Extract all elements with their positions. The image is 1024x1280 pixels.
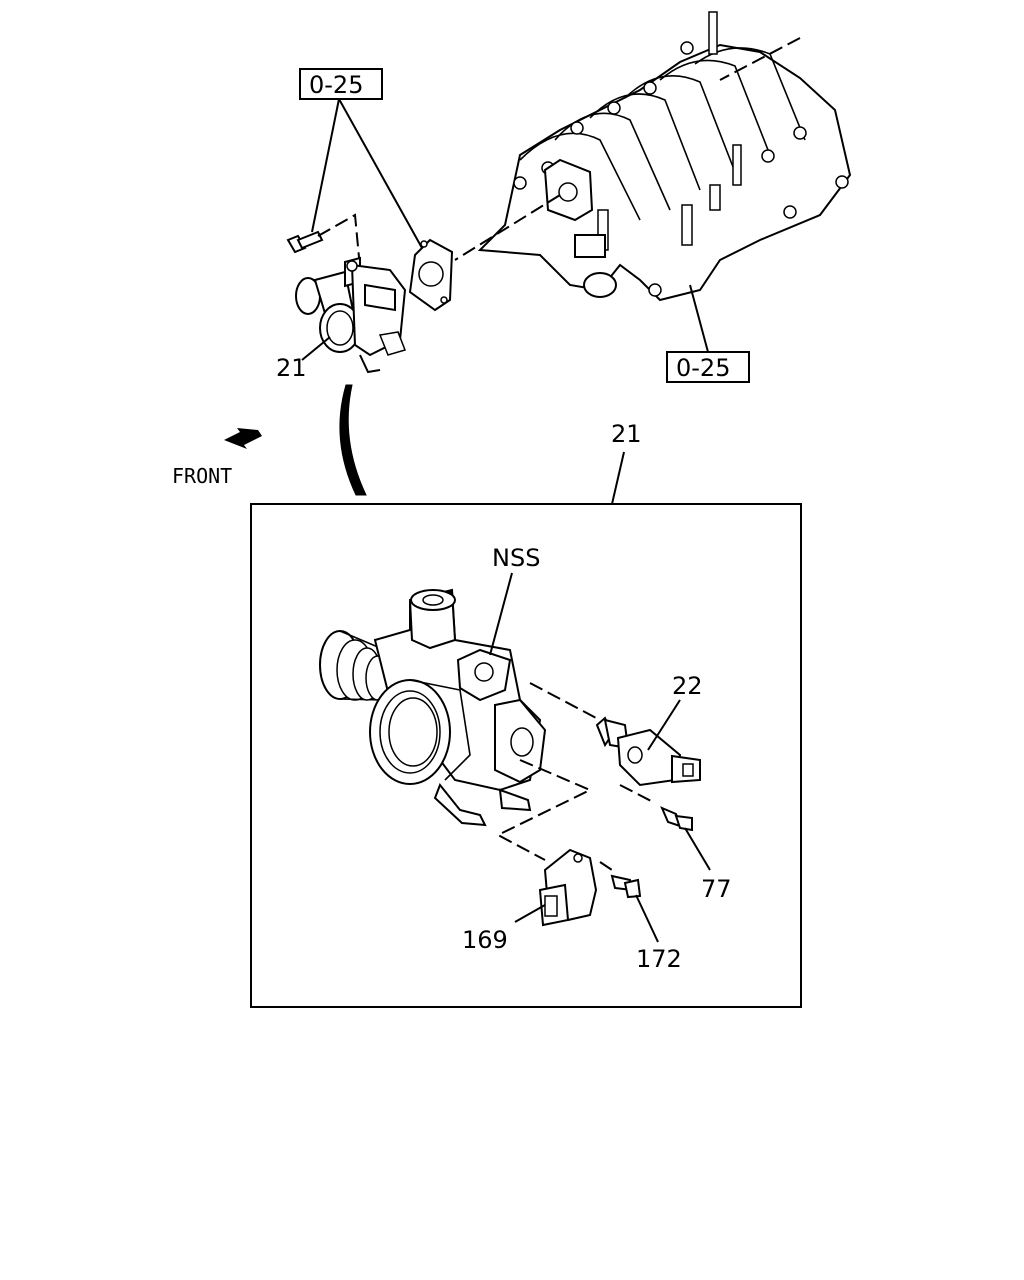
- throttle-body-small: [295, 256, 407, 374]
- ref-box-top: 0-25: [299, 68, 423, 249]
- gasket: [408, 238, 454, 312]
- bolt-top: [286, 213, 361, 269]
- intake-manifold: [454, 11, 852, 302]
- throttle-position-sensor: [495, 759, 598, 927]
- front-indicator: FRONT: [172, 428, 262, 488]
- label-nss: NSS: [492, 544, 540, 572]
- ref-box-bottom: 0-25: [666, 284, 750, 383]
- bolt-77: [619, 784, 693, 832]
- idle-air-control-valve: [529, 682, 701, 787]
- throttle-body-large: [319, 588, 547, 827]
- screw-172: [599, 861, 642, 899]
- detail-callout-curve: [339, 384, 367, 496]
- detail-box: [250, 503, 802, 1008]
- front-label: FRONT: [172, 464, 232, 488]
- label-172: 172: [636, 945, 682, 973]
- label-169: 169: [462, 926, 508, 954]
- label-21-detail: 21: [611, 420, 642, 448]
- label-77: 77: [701, 875, 732, 903]
- arrow-down-left-icon: [224, 428, 262, 449]
- ref-top-label: 0-25: [309, 71, 363, 99]
- label-21-top: 21: [276, 354, 307, 382]
- ref-bottom-label: 0-25: [676, 354, 730, 382]
- label-22: 22: [672, 672, 703, 700]
